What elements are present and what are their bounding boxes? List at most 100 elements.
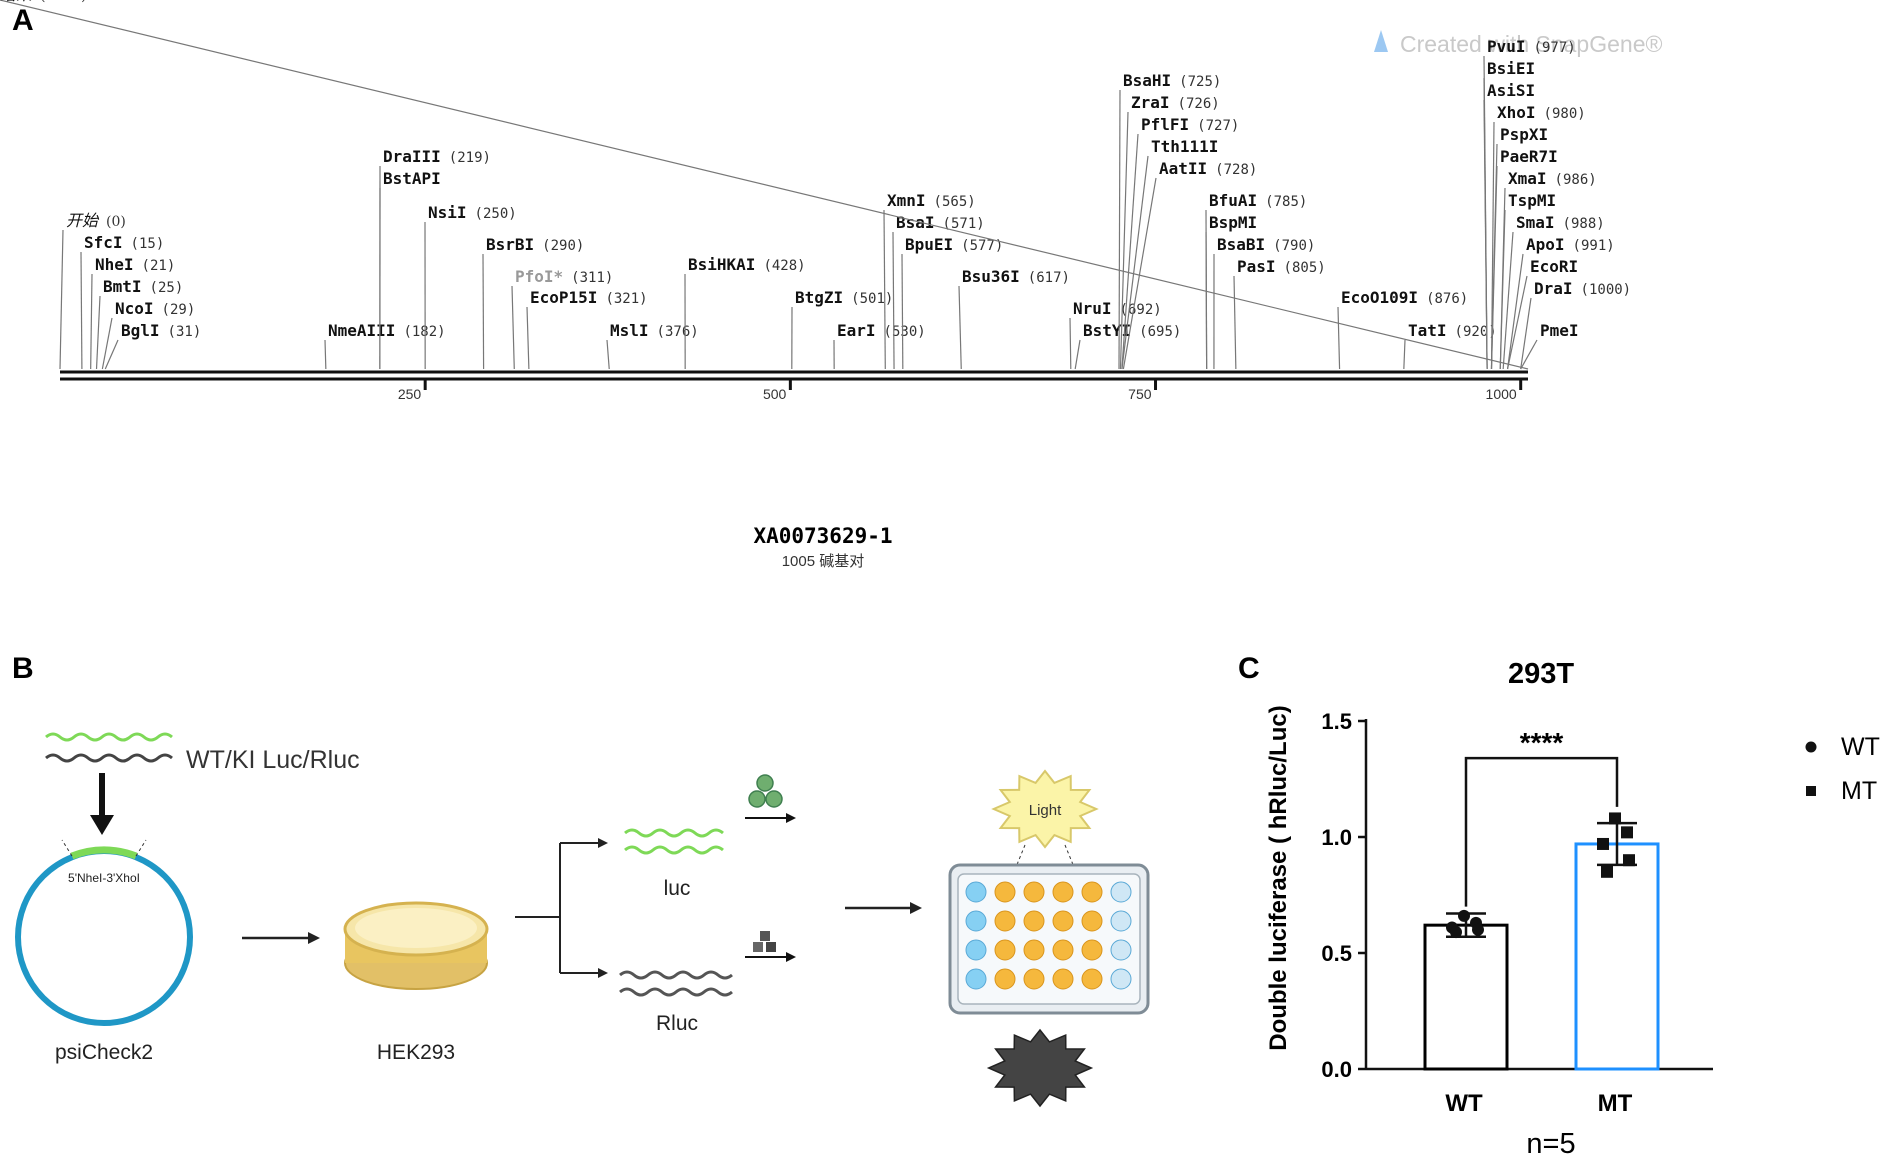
insert-strand-green (45, 732, 173, 742)
enzyme-label: AatII(728) (1159, 159, 1257, 178)
data-point (1601, 865, 1613, 878)
enzyme-position: (501) (851, 291, 893, 307)
insert-arrow-head-icon (90, 815, 114, 835)
enzyme-position: (15) (131, 236, 165, 252)
enzyme-position: (977) (1534, 40, 1576, 56)
enzyme-site: PmeI (1520, 321, 1579, 370)
enzyme-label: 结束(1005) (0, 0, 87, 4)
rluc-strand-1 (619, 970, 733, 980)
enzyme-label: BstYI(695) (1083, 321, 1181, 340)
well (1081, 968, 1103, 990)
well (994, 881, 1016, 903)
site-marker (1205, 231, 1208, 370)
well (1110, 968, 1132, 990)
well (965, 939, 987, 961)
branch-upper-head-icon (598, 838, 608, 848)
site-marker (1233, 275, 1237, 370)
site-marker (1118, 89, 1121, 370)
luc-label: luc (664, 877, 691, 900)
panel-letter-a: A (12, 4, 34, 37)
petri-dish-icon (343, 901, 489, 990)
enzyme-label: BfuAI(785) (1209, 191, 1307, 210)
insert-label: WT/KI Luc/Rluc (186, 746, 360, 774)
site-marker (1121, 133, 1139, 370)
enzyme-site: BstYI(695) (1074, 321, 1181, 370)
enzyme-position: (219) (449, 150, 491, 166)
enzyme-site: DraI(1000) (1520, 279, 1631, 370)
site-marker (0, 0, 1529, 370)
enzyme-site: EcoO109I(876) (1337, 288, 1468, 370)
well (994, 939, 1016, 961)
data-point (1621, 826, 1633, 839)
enzyme-site: Tth111I (1121, 137, 1218, 370)
enzyme-label: PflFI(727) (1141, 115, 1239, 134)
scale-tick-label: 500 (763, 386, 787, 402)
enzyme-label: EcoO109I(876) (1341, 288, 1468, 307)
enzyme-position: (1000) (1581, 282, 1632, 298)
enzyme-position: (980) (1544, 106, 1586, 122)
enzyme-label: TatI(920) (1408, 321, 1497, 340)
site-marker (1069, 317, 1072, 370)
site-marker (1122, 177, 1157, 370)
enzyme-site: EarI(530) (833, 321, 926, 370)
well (994, 910, 1016, 932)
enzyme-label: BsaI(571) (896, 213, 985, 232)
enzyme-label: NruI(692) (1073, 299, 1162, 318)
enzyme-label: EarI(530) (837, 321, 926, 340)
site-marker (1121, 155, 1149, 370)
enzyme-label: NheI(21) (95, 255, 175, 274)
cell-line-name: HEK293 (377, 1041, 455, 1064)
scale-tick-label: 750 (1128, 386, 1152, 402)
enzyme-label: BtgZI(501) (795, 288, 893, 307)
well (1052, 910, 1074, 932)
enzyme-label: ZraI(726) (1131, 93, 1220, 112)
data-point (1597, 837, 1609, 850)
enzyme-position: (790) (1273, 238, 1315, 254)
well-plate-icon (948, 863, 1150, 1015)
enzyme-site: TspMI (1499, 191, 1556, 370)
enzyme-label: Tth111I (1151, 137, 1218, 156)
well (1052, 939, 1074, 961)
enzyme-position: (25) (150, 280, 184, 296)
insert-guide-right (135, 839, 147, 857)
enzyme-position: (695) (1139, 324, 1181, 340)
plasmid-site-label: 5'NheI-3'XhoI (68, 871, 140, 885)
legend-label: WT (1841, 733, 1880, 761)
site-marker (1403, 339, 1406, 370)
enzyme-label: BsaBI(790) (1217, 235, 1315, 254)
enzyme-position: (290) (542, 238, 584, 254)
site-marker (1490, 165, 1498, 370)
y-tick-label: 0.0 (1321, 1057, 1352, 1082)
arrow-to-plate-head-icon (910, 902, 922, 914)
site-marker (1506, 275, 1528, 370)
enzyme-site: BsiHKAI(428) (684, 255, 806, 370)
panel-letter-b: B (12, 652, 34, 685)
enzyme-site: BspMI (1205, 213, 1257, 370)
chart-note: n=5 (1526, 1128, 1575, 1160)
workflow-diagram: WT/KI Luc/Rluc 5'NheI-3'XhoI psiCheck2 H… (15, 732, 1150, 1108)
enzyme-site: PasI(805) (1233, 257, 1326, 370)
site-marker (606, 339, 610, 370)
enzyme-label: TspMI (1508, 191, 1556, 210)
x-tick-label: WT (1445, 1090, 1483, 1117)
enzyme-site: TatI(920) (1403, 321, 1497, 370)
light-guide-left (1015, 844, 1026, 868)
enzyme-position: (530) (884, 324, 926, 340)
enzyme-label: BsaHI(725) (1123, 71, 1221, 90)
site-marker (59, 229, 64, 370)
site-marker (511, 285, 515, 370)
enzyme-label: BglI(31) (121, 321, 201, 340)
site-marker (324, 339, 327, 370)
map-name: XA0073629-1 (753, 524, 892, 548)
insert-guide-left (61, 839, 73, 857)
enzyme-site: BsaBI(790) (1213, 235, 1315, 370)
rluc-product-arrow-head-icon (786, 952, 796, 962)
enzyme-label: EcoP15I(321) (530, 288, 648, 307)
enzyme-site: AsiSI (1483, 81, 1535, 370)
well (965, 881, 987, 903)
well (994, 968, 1016, 990)
luc-strand-1 (624, 828, 724, 838)
enzyme-label: XmnI(565) (887, 191, 976, 210)
enzyme-label: DraI(1000) (1534, 279, 1631, 298)
enzyme-position: (250) (475, 206, 517, 222)
